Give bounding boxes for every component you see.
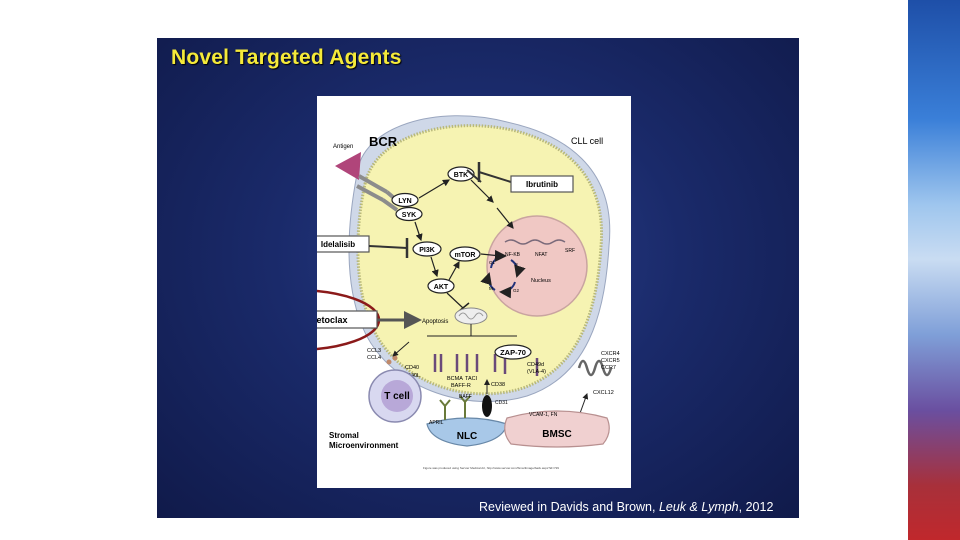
membrane-receptors bbox=[433, 354, 539, 376]
srf-label: SRF bbox=[565, 248, 575, 254]
microenvironment-label: Microenvironment bbox=[329, 441, 399, 450]
cd38-label: CD38 bbox=[491, 382, 505, 388]
baff-label: BAFF bbox=[459, 394, 472, 400]
venetoclax-label: venetoclax bbox=[317, 315, 348, 325]
bcma-label: BCMA bbox=[447, 376, 463, 382]
idelalisib-label: Idelalisib bbox=[321, 240, 355, 249]
s-label: S bbox=[515, 262, 518, 267]
citation-year: , 2012 bbox=[738, 500, 774, 514]
cxcr5-label: CXCR5 bbox=[601, 358, 620, 364]
nfat-label: NFAT bbox=[535, 252, 547, 258]
antigen-label: Antigen bbox=[333, 144, 353, 150]
antigen-triangle bbox=[335, 152, 361, 180]
bmsc-label: BMSC bbox=[542, 429, 571, 440]
signal-arrows bbox=[414, 179, 514, 281]
syk-node bbox=[395, 206, 423, 222]
m-label: M bbox=[489, 286, 493, 291]
btk-label: BTK bbox=[454, 172, 468, 179]
vla4-label: (VLA-4) bbox=[527, 369, 546, 375]
bcr-label: BCR bbox=[369, 134, 398, 149]
tcell-label: T cell bbox=[384, 391, 410, 402]
akt-label: AKT bbox=[434, 284, 449, 291]
nlc-label: NLC bbox=[457, 431, 478, 442]
bmsc-cell bbox=[504, 410, 610, 448]
mtor-label: mTOR bbox=[455, 252, 476, 259]
ccl4-label: CCL4 bbox=[367, 355, 381, 361]
pi3k-label: PI3K bbox=[419, 247, 435, 254]
g1-label: G1 bbox=[489, 260, 496, 265]
lyn-label: LYN bbox=[398, 198, 411, 205]
cell-cycle bbox=[480, 249, 526, 299]
ccr7-label: CCR7 bbox=[601, 365, 616, 371]
slide: Novel Targeted Agents Antigen bbox=[157, 38, 799, 518]
nlc-cell bbox=[426, 417, 508, 447]
accent-bar bbox=[908, 0, 960, 540]
citation: Reviewed in Davids and Brown, Leuk & Lym… bbox=[479, 500, 773, 514]
mtor-node bbox=[449, 246, 481, 262]
apoptosis-label: Apoptosis bbox=[422, 319, 448, 325]
zap70-node bbox=[494, 344, 532, 360]
baffr-label: BAFF-R bbox=[451, 383, 471, 389]
akt-node bbox=[427, 278, 455, 294]
nucleus bbox=[486, 215, 588, 317]
cll-cell-label: CLL cell bbox=[571, 136, 603, 146]
cd40-label: CD40 bbox=[405, 365, 419, 371]
citation-text: Reviewed in Davids and Brown, bbox=[479, 500, 659, 514]
pi3k-node bbox=[412, 241, 442, 257]
citation-journal: Leuk & Lymph bbox=[658, 500, 739, 514]
taci-label: TACI bbox=[465, 376, 478, 382]
zap70-label: ZAP-70 bbox=[500, 348, 526, 357]
cd49d-label: CD49d bbox=[527, 362, 544, 368]
april-label: APRIL bbox=[429, 420, 444, 426]
vcam-label: VCAM-1, FN bbox=[529, 412, 558, 418]
mitochondrion bbox=[454, 307, 488, 325]
cxcr4-label: CXCR4 bbox=[601, 351, 620, 357]
ibrutinib-box bbox=[510, 175, 574, 193]
cd31-label: CD31 bbox=[495, 400, 508, 406]
ccl3-label: CCL3 bbox=[367, 348, 381, 354]
nucleus-label: Nucleus bbox=[531, 278, 551, 284]
syk-label: SYK bbox=[402, 212, 416, 219]
cxcl12-label: CXCL12 bbox=[593, 390, 614, 396]
chemokine-receptor bbox=[577, 359, 613, 377]
slide-title: Novel Targeted Agents bbox=[171, 46, 402, 69]
figure-credit: Figure was produced using Servier Medica… bbox=[423, 466, 559, 470]
pathway-figure: Antigen BCR CLL cell LYN SYK BTK PI3K mT… bbox=[209, 96, 631, 488]
g2-label: G2 bbox=[513, 288, 520, 293]
ibrutinib-label: Ibrutinib bbox=[526, 180, 558, 189]
stromal-label: Stromal bbox=[329, 431, 359, 440]
nfkb-label: NF-KB bbox=[505, 252, 521, 258]
pathway-diagram: Antigen BCR CLL cell LYN SYK BTK PI3K mT… bbox=[209, 115, 620, 470]
bcr-receptor bbox=[356, 174, 403, 212]
lyn-node bbox=[391, 192, 419, 208]
